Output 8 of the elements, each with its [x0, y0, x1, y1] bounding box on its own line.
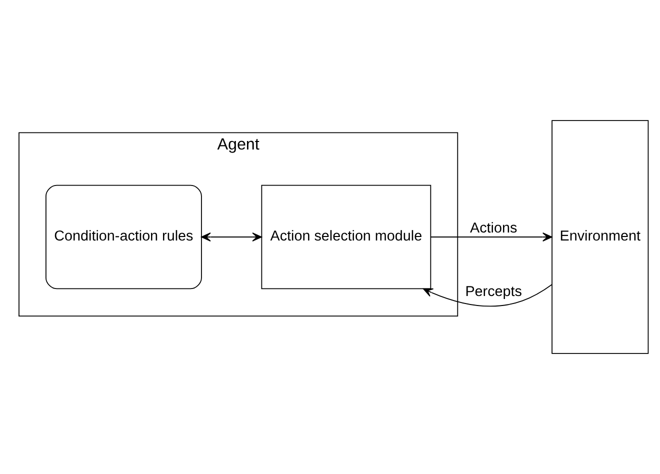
edge-label: Percepts [465, 284, 522, 300]
node-box: Condition-action rules [46, 184, 202, 290]
node-box: Action selection module [261, 184, 432, 290]
node-box: Environment [552, 120, 649, 354]
arrow [422, 284, 552, 307]
arrow [201, 232, 262, 242]
edge-label: Actions [470, 220, 518, 236]
arrow [430, 232, 552, 242]
